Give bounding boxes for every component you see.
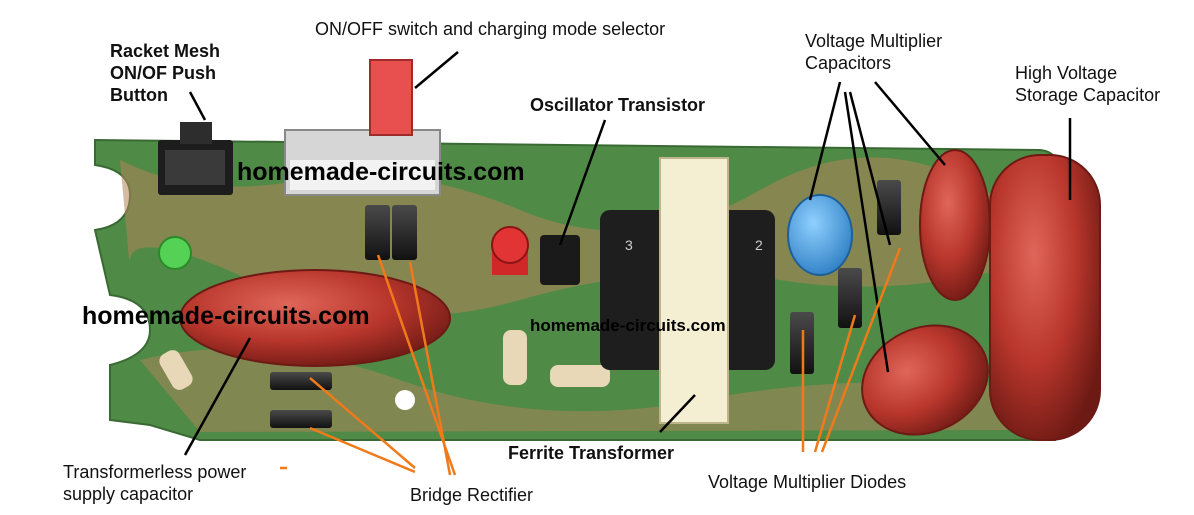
slide-switch xyxy=(284,59,441,196)
label-push-button: Racket Mesh ON/OF Push Button xyxy=(110,41,221,105)
label-psu-capacitor: Transformerless power supply capacitor xyxy=(63,462,247,504)
transformer-marking-right: 2 xyxy=(755,237,763,253)
watermark-center: homemade-circuits.com xyxy=(530,316,726,335)
red-led xyxy=(491,226,529,275)
label-multiplier-diodes: Voltage Multiplier Diodes xyxy=(708,472,907,492)
watermark-top: homemade-circuits.com xyxy=(237,158,525,186)
bridge-diodes xyxy=(270,205,417,428)
transformer-marking-left: 3 xyxy=(625,237,633,253)
label-multiplier-capacitors: Voltage Multiplier Capacitors xyxy=(805,31,943,73)
label-oscillator-transistor: Oscillator Transistor xyxy=(530,95,706,115)
label-ferrite-transformer: Ferrite Transformer xyxy=(508,443,675,463)
blue-capacitor xyxy=(787,194,853,276)
label-switch: ON/OFF switch and charging mode selector xyxy=(315,19,666,39)
multiplier-capacitor-bottom xyxy=(861,324,989,436)
storage-capacitor xyxy=(989,154,1101,441)
leader-lines-orange xyxy=(280,247,902,476)
label-storage-capacitor: High Voltage Storage Capacitor xyxy=(1015,63,1161,105)
ferrite-transformer: 3 2 xyxy=(600,157,775,424)
label-bridge-rectifier: Bridge Rectifier xyxy=(410,485,534,505)
multiplier-capacitor-top xyxy=(919,149,991,301)
resistors xyxy=(159,330,610,390)
watermark-left: homemade-circuits.com xyxy=(82,302,370,330)
green-led xyxy=(158,236,192,270)
push-button xyxy=(158,122,233,195)
leader-lines-black xyxy=(183,51,1072,456)
oscillator-transistor xyxy=(540,235,580,285)
